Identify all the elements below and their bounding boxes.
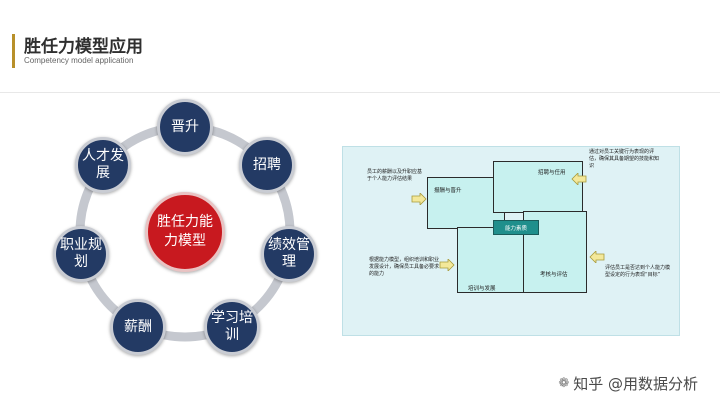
wechat-icon: ❁ xyxy=(558,376,570,391)
watermark-text: 知乎 @用数据分析 xyxy=(573,375,698,393)
wheel-node-promotion: 晋升 xyxy=(157,99,213,155)
arrow-right-icon xyxy=(439,259,455,271)
box-recruit-hire: 招聘与任用 xyxy=(493,161,583,213)
arrow-right-icon xyxy=(411,193,427,205)
title-accent-bar xyxy=(12,34,15,68)
note-key-behaviour: 通过对员工关键行为表现的评估，确保其具备期望的技能和知识 xyxy=(589,149,660,169)
note-goal-evaluation: 评估员工是否达到个人能力模型设定的行为表现“目标” xyxy=(605,265,671,278)
competency-wheel: 胜任力能力模型 晋升 招聘 绩效管理 学习培训 薪酬 职业规划 人才发展 xyxy=(40,95,340,365)
wheel-node-performance: 绩效管理 xyxy=(261,226,317,282)
box-label: 培训与发展 xyxy=(468,286,496,292)
core-competency: 能力素质 xyxy=(493,220,539,235)
wheel-node-career: 职业规划 xyxy=(53,226,109,282)
arrow-left-icon xyxy=(571,173,587,185)
wheel-node-salary: 薪酬 xyxy=(110,299,166,355)
watermark: ❁ 知乎 @用数据分析 xyxy=(558,373,698,394)
wheel-node-talent: 人才发展 xyxy=(75,137,131,193)
application-diagram: 报酬与晋升 招聘与任用 培训与发展 考核与评估 能力素质 员工的薪酬以及升职应基… xyxy=(342,146,680,336)
wheel-center: 胜任力能力模型 xyxy=(145,192,225,272)
note-training-design: 根据能力模型，组织培训和职业发展设计，确保员工具备必要求的能力 xyxy=(369,257,440,277)
box-label: 考核与评估 xyxy=(540,272,568,278)
arrow-left-icon xyxy=(589,251,605,263)
note-salary: 员工的薪酬以及升职应基于个人能力评估结果 xyxy=(367,169,423,182)
wheel-node-recruitment: 招聘 xyxy=(239,137,295,193)
wheel-node-training: 学习培训 xyxy=(204,299,260,355)
box-assessment: 考核与评估 xyxy=(523,211,587,293)
page-title: 胜任力模型应用 xyxy=(24,37,143,57)
header-divider xyxy=(0,92,720,93)
page-subtitle: Competency model application xyxy=(24,56,134,65)
box-training-development: 培训与发展 xyxy=(457,227,535,293)
box-label: 报酬与晋升 xyxy=(434,188,462,194)
box-label: 招聘与任用 xyxy=(538,170,566,176)
